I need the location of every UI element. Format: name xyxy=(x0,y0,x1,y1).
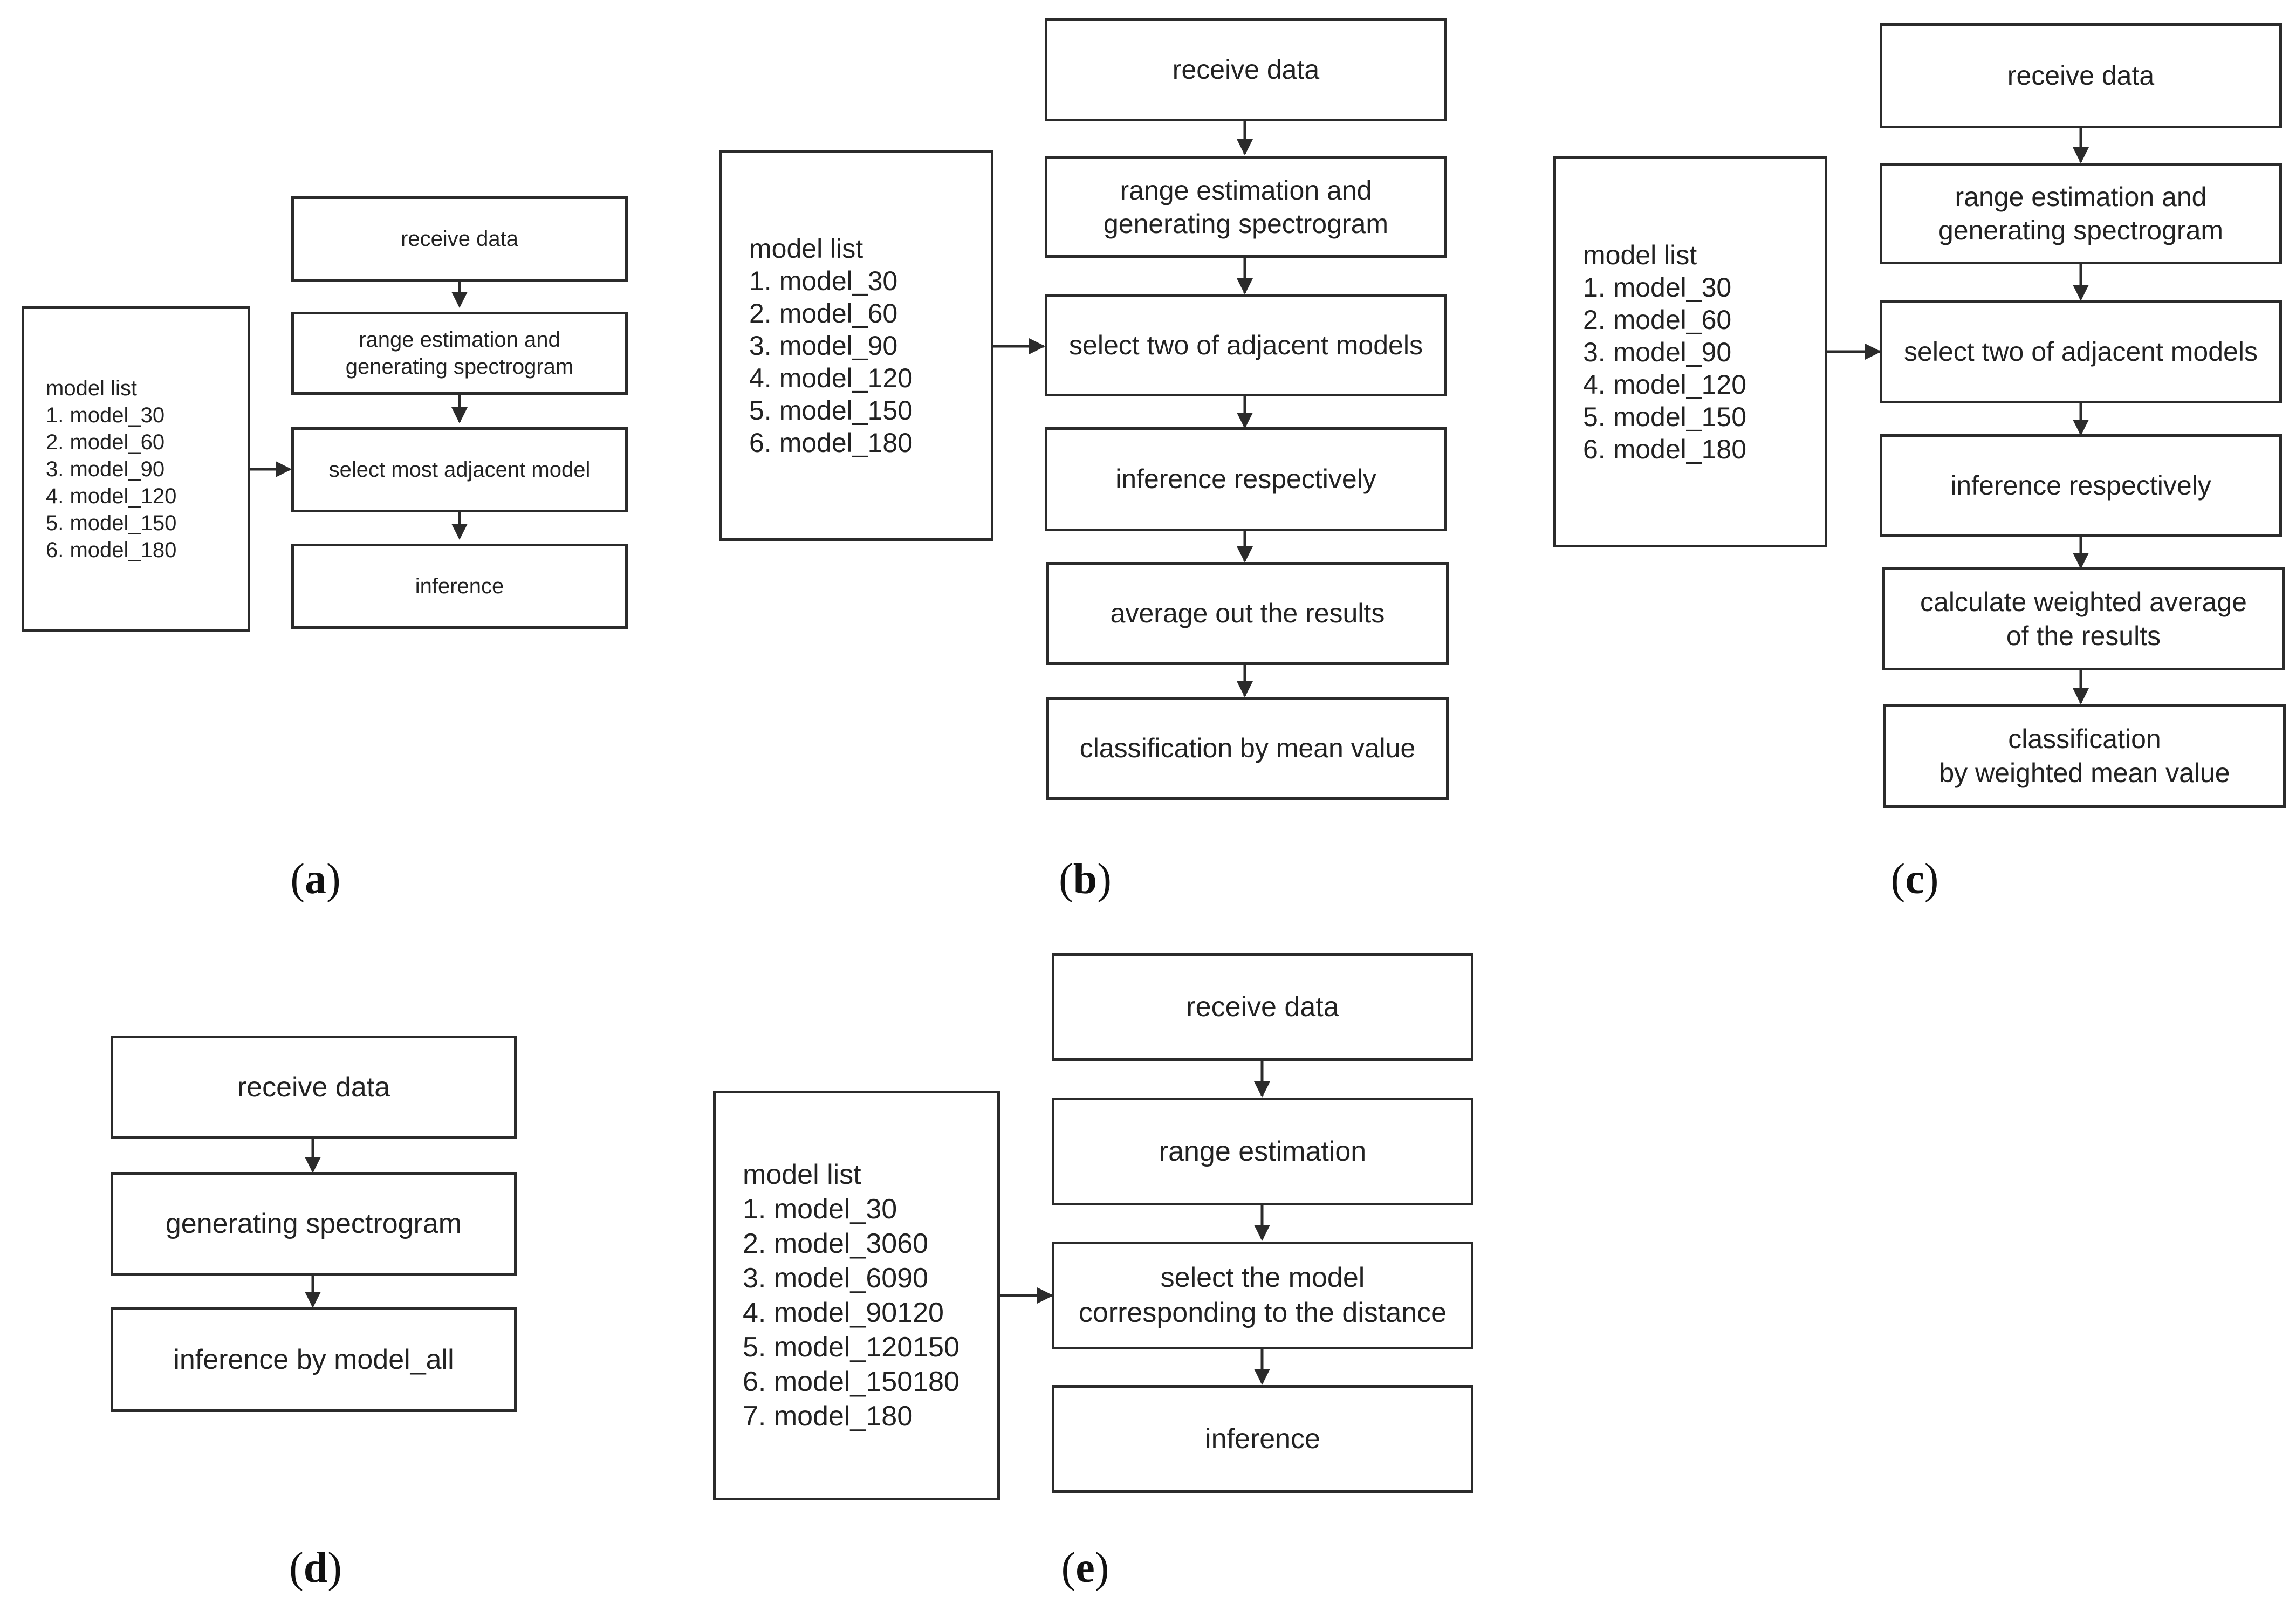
model-list-c-item: 1. model_30 xyxy=(1583,272,1732,303)
step-c-range-estimation: range estimation and generating spectrog… xyxy=(1880,163,2282,264)
caption-b-letter: b xyxy=(1073,855,1098,903)
caption-e: (e) xyxy=(1061,1544,1109,1592)
step-a-select-model: select most adjacent model xyxy=(291,427,628,512)
model-list-b-item: 5. model_150 xyxy=(749,395,913,426)
model-list-e-item: 5. model_120150 xyxy=(743,1332,959,1363)
caption-c: (c) xyxy=(1890,855,1939,903)
model-list-c-item: 2. model_60 xyxy=(1583,304,1732,335)
model-list-a: model list 1. model_30 2. model_60 3. mo… xyxy=(22,306,250,632)
model-list-e-item: 4. model_90120 xyxy=(743,1297,944,1328)
model-list-a-item: 4. model_120 xyxy=(46,484,177,508)
model-list-b-title: model list xyxy=(749,233,863,264)
step-e-select-model: select the model corresponding to the di… xyxy=(1052,1242,1473,1349)
step-d-receive-data: receive data xyxy=(111,1036,517,1139)
model-list-e: model list 1. model_30 2. model_3060 3. … xyxy=(713,1091,1000,1500)
caption-d: (d) xyxy=(289,1544,342,1592)
step-c-receive-data: receive data xyxy=(1880,23,2282,128)
model-list-c-item: 5. model_150 xyxy=(1583,401,1747,432)
step-a-receive-data: receive data xyxy=(291,196,628,282)
step-d-generating-spectrogram: generating spectrogram xyxy=(111,1172,517,1276)
caption-a: (a) xyxy=(290,855,341,903)
caption-c-letter: c xyxy=(1905,855,1924,903)
model-list-e-item: 7. model_180 xyxy=(743,1401,913,1432)
model-list-e-title: model list xyxy=(743,1159,861,1190)
step-c-inference: inference respectively xyxy=(1880,434,2282,537)
model-list-c-title: model list xyxy=(1583,239,1697,270)
step-b-inference: inference respectively xyxy=(1045,427,1447,531)
model-list-e-item: 1. model_30 xyxy=(743,1194,897,1225)
step-c-classification: classification by weighted mean value xyxy=(1883,704,2286,808)
caption-a-letter: a xyxy=(305,855,326,903)
caption-b: (b) xyxy=(1059,855,1112,903)
step-e-receive-data: receive data xyxy=(1052,953,1473,1061)
step-c-weighted-average: calculate weighted average of the result… xyxy=(1882,567,2285,670)
step-b-classification: classification by mean value xyxy=(1046,697,1449,800)
model-list-a-item: 2. model_60 xyxy=(46,430,165,454)
model-list-b-item: 3. model_90 xyxy=(749,330,898,361)
model-list-c-item: 4. model_120 xyxy=(1583,369,1747,400)
model-list-b-item: 6. model_180 xyxy=(749,427,913,458)
step-b-select-models: select two of adjacent models xyxy=(1045,294,1447,396)
step-c-select-models: select two of adjacent models xyxy=(1880,300,2282,403)
model-list-b-item: 2. model_60 xyxy=(749,298,898,328)
model-list-b-item: 4. model_120 xyxy=(749,362,913,393)
step-b-average: average out the results xyxy=(1046,562,1449,665)
model-list-c: model list 1. model_30 2. model_60 3. mo… xyxy=(1553,156,1827,547)
model-list-e-item: 6. model_150180 xyxy=(743,1366,959,1397)
model-list-c-item: 3. model_90 xyxy=(1583,337,1732,367)
step-d-inference: inference by model_all xyxy=(111,1307,517,1412)
model-list-a-title: model list xyxy=(46,376,137,400)
model-list-a-item: 6. model_180 xyxy=(46,538,177,562)
model-list-a-item: 1. model_30 xyxy=(46,403,165,427)
model-list-b-item: 1. model_30 xyxy=(749,265,898,296)
model-list-e-item: 2. model_3060 xyxy=(743,1228,929,1259)
model-list-c-item: 6. model_180 xyxy=(1583,434,1747,464)
step-e-inference: inference xyxy=(1052,1385,1473,1493)
step-a-inference: inference xyxy=(291,544,628,629)
model-list-a-item: 5. model_150 xyxy=(46,511,177,535)
step-b-receive-data: receive data xyxy=(1045,18,1447,121)
model-list-b: model list 1. model_30 2. model_60 3. mo… xyxy=(719,150,993,541)
caption-e-letter: e xyxy=(1075,1544,1095,1592)
step-e-range-estimation: range estimation xyxy=(1052,1098,1473,1205)
caption-d-letter: d xyxy=(303,1544,328,1592)
model-list-e-item: 3. model_6090 xyxy=(743,1263,929,1294)
model-list-a-item: 3. model_90 xyxy=(46,457,165,481)
step-b-range-estimation: range estimation and generating spectrog… xyxy=(1045,156,1447,258)
step-a-range-estimation: range estimation and generating spectrog… xyxy=(291,312,628,395)
